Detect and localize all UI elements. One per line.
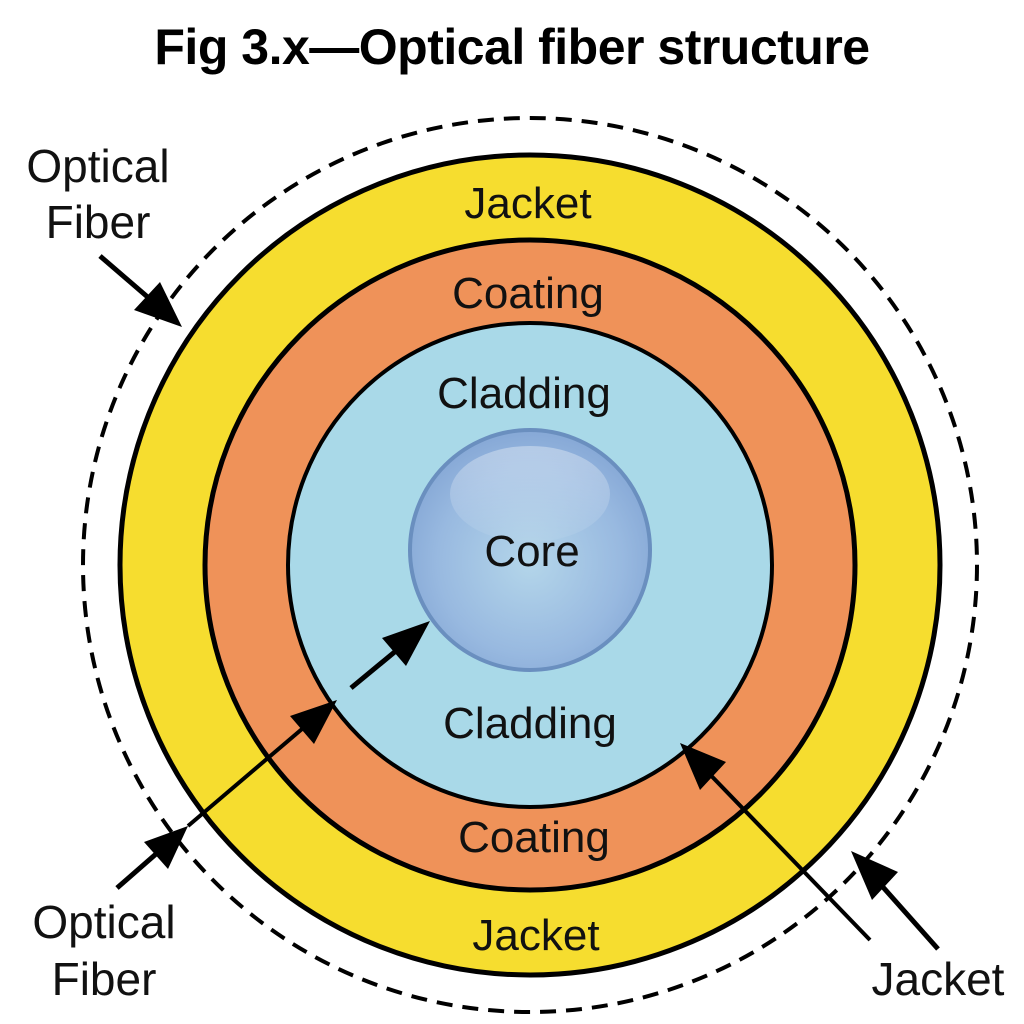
callout-optical-fiber-bottom-line2: Fiber (52, 953, 157, 1005)
label-cladding-top: Cladding (437, 369, 611, 418)
figure-title: Fig 3.x—Optical fiber structure (154, 19, 870, 75)
label-core: Core (484, 527, 579, 576)
core-highlight (450, 446, 610, 542)
callout-optical-fiber-top-line1: Optical (26, 140, 169, 192)
label-coating-bottom: Coating (458, 813, 610, 862)
label-cladding-bottom: Cladding (443, 699, 617, 748)
callout-optical-fiber-bottom-line1: Optical (32, 896, 175, 948)
callout-jacket-bottom-right: Jacket (872, 953, 1005, 1005)
arrow-optical-fiber-bottom (115, 826, 188, 890)
callout-optical-fiber-top-line2: Fiber (46, 196, 151, 248)
arrow-jacket-long (680, 743, 872, 942)
arrow-jacket-short (851, 851, 940, 951)
optical-fiber-boundary (81, 116, 979, 1014)
arrow-optical-fiber-top (98, 254, 182, 327)
label-jacket-bottom: Jacket (472, 911, 599, 960)
label-jacket-top: Jacket (464, 179, 591, 228)
arrow-to-core-edge (349, 621, 430, 690)
arrow-to-cladding-edge (186, 700, 337, 828)
label-coating-top: Coating (452, 269, 604, 318)
